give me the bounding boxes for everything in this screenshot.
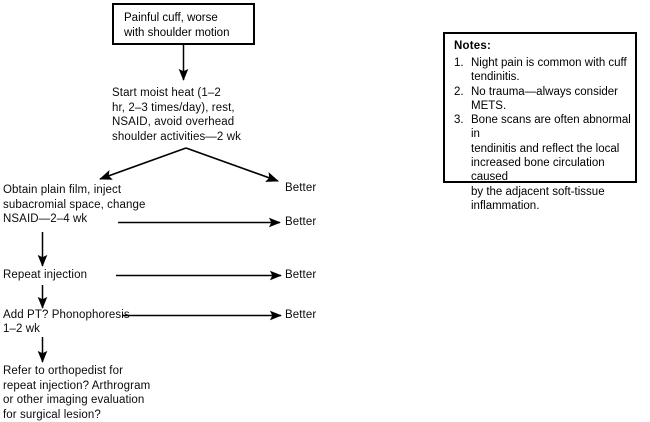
note-number-1: 1.: [454, 57, 464, 69]
notes-title: Notes:: [454, 40, 491, 52]
note-text-3: Bone scans are often abnormal in tendini…: [471, 114, 631, 212]
note-number-2: 2.: [454, 85, 464, 98]
outcome-better-3: Better: [285, 269, 317, 281]
note-text-2: No trauma—always consider METS.: [471, 85, 619, 112]
step-phonophoresis: Add PT? Phonophoresis: [3, 309, 130, 321]
step-repeat-injection: Repeat injection: [3, 269, 88, 281]
note-number-3: 3.: [454, 114, 464, 127]
connector-branch-right: [185, 147, 279, 182]
notes-panel: Notes: 1. Night pain is common with cuff…: [443, 32, 637, 212]
start-box: Painful cuff, worse with shoulder motion: [112, 3, 255, 45]
outcome-better-2: Better: [285, 216, 317, 228]
note-item-1: 1. Night pain is common with cuff tendin…: [454, 56, 632, 85]
step-moist-heat: Start moist heat (1–2 hr, 2–3 times/day)…: [112, 87, 241, 143]
connector-branch-left: [99, 147, 187, 180]
note-item-3: 3. Bone scans are often abnormal in tend…: [454, 113, 632, 213]
outcome-better-4: Better: [285, 309, 317, 321]
start-box-label: Painful cuff, worse with shoulder motion: [124, 12, 230, 39]
note-item-2: 2. No trauma—always consider METS.: [454, 85, 632, 114]
step-refer-orthopedist: Refer to orthopedist for repeat injectio…: [3, 365, 151, 421]
step-phonophoresis-duration: 1–2 wk: [3, 323, 41, 335]
note-text-1: Night pain is common with cuff tendiniti…: [471, 57, 627, 84]
outcome-better-1: Better: [285, 182, 317, 194]
step-obtain-plain-film: Obtain plain film, inject subacromial sp…: [3, 184, 146, 226]
